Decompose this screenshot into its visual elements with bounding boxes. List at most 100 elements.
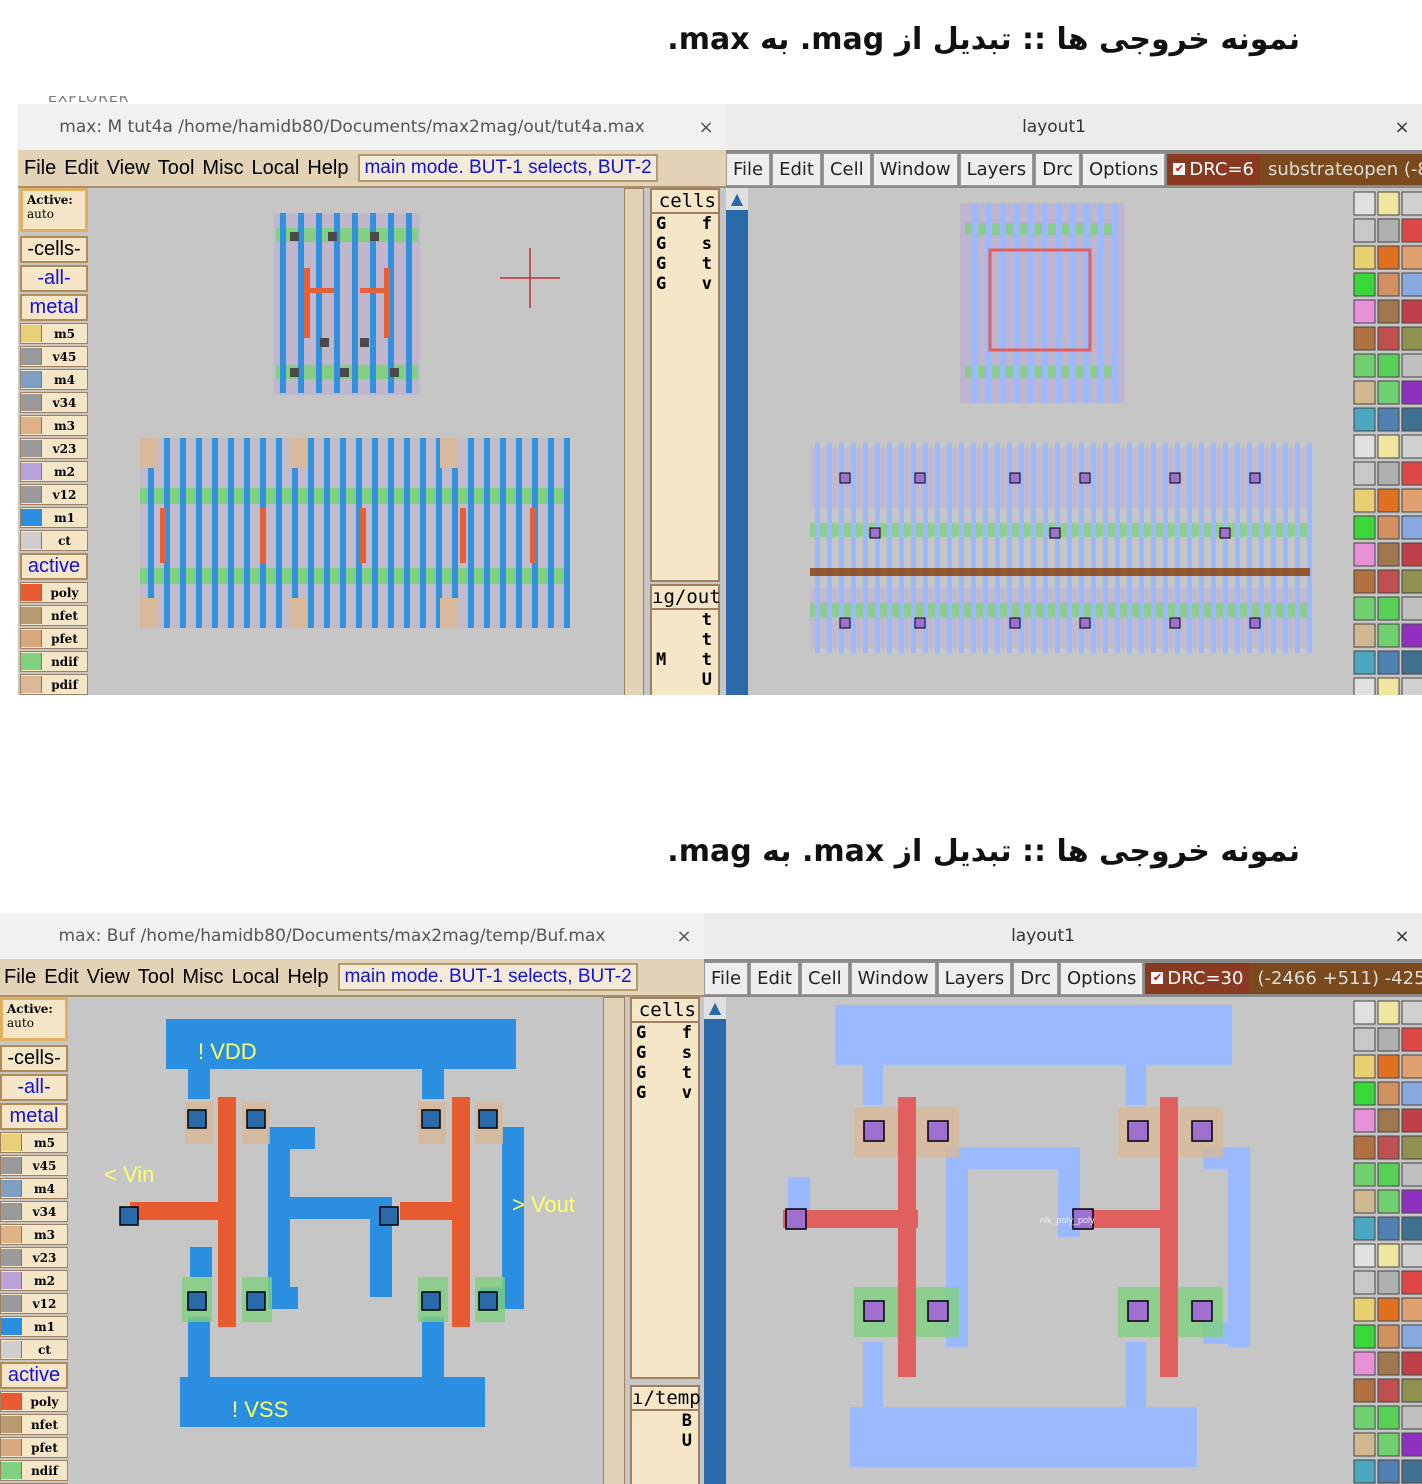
layer-swatch[interactable] bbox=[1377, 650, 1400, 675]
layer-swatch[interactable] bbox=[1353, 1108, 1376, 1133]
layer-swatch[interactable] bbox=[1377, 1081, 1400, 1106]
metal-header[interactable]: metal bbox=[20, 294, 88, 321]
layer-swatch[interactable] bbox=[1353, 434, 1376, 459]
layer-swatch[interactable] bbox=[1401, 650, 1422, 675]
layer-swatch[interactable] bbox=[1353, 1027, 1376, 1052]
layer-swatch[interactable] bbox=[1377, 1405, 1400, 1430]
menu-local[interactable]: Local bbox=[251, 156, 300, 179]
layer-swatch[interactable] bbox=[1377, 488, 1400, 513]
layer-swatch[interactable] bbox=[1377, 1297, 1400, 1322]
layer-swatch[interactable] bbox=[1401, 461, 1422, 486]
swatch-grid[interactable] bbox=[1350, 188, 1422, 695]
menu-window[interactable]: Window bbox=[850, 961, 936, 995]
layer-swatch[interactable] bbox=[1401, 569, 1422, 594]
layer-swatch[interactable] bbox=[1401, 353, 1422, 378]
layer-poly[interactable]: poly bbox=[20, 582, 88, 603]
layer-pfet[interactable]: pfet bbox=[0, 1437, 68, 1458]
layer-swatch[interactable] bbox=[1377, 299, 1400, 324]
layer-swatch[interactable] bbox=[1377, 1135, 1400, 1160]
layer-swatch[interactable] bbox=[1377, 434, 1400, 459]
menu-drc[interactable]: Drc bbox=[1035, 152, 1080, 186]
layer-swatch[interactable] bbox=[1353, 677, 1376, 695]
layer-swatch[interactable] bbox=[1401, 299, 1422, 324]
layer-swatch[interactable] bbox=[1353, 191, 1376, 216]
layer-swatch[interactable] bbox=[1353, 1000, 1376, 1025]
layer-swatch[interactable] bbox=[1401, 1324, 1422, 1349]
layer-swatch[interactable] bbox=[1401, 1027, 1422, 1052]
menu-misc[interactable]: Misc bbox=[182, 965, 224, 988]
magic-canvas[interactable]: nlk_poly_poly bbox=[728, 997, 1328, 1484]
layer-swatch[interactable] bbox=[1401, 542, 1422, 567]
swatch-grid[interactable] bbox=[1350, 997, 1422, 1484]
layer-swatch[interactable] bbox=[1377, 380, 1400, 405]
layer-pdif[interactable]: pdif bbox=[20, 674, 88, 695]
layer-swatch[interactable] bbox=[1353, 272, 1376, 297]
layer-swatch[interactable] bbox=[1377, 1243, 1400, 1268]
layer-v34[interactable]: v34 bbox=[0, 1201, 68, 1222]
layer-swatch[interactable] bbox=[1401, 1378, 1422, 1403]
layer-v12[interactable]: v12 bbox=[20, 484, 88, 505]
layer-swatch[interactable] bbox=[1353, 1054, 1376, 1079]
layer-swatch[interactable] bbox=[1377, 596, 1400, 621]
layer-v23[interactable]: v23 bbox=[0, 1247, 68, 1268]
menu-tool[interactable]: Tool bbox=[137, 965, 175, 988]
menu-help[interactable]: Help bbox=[307, 156, 349, 179]
layer-ndif[interactable]: ndif bbox=[0, 1460, 68, 1481]
layer-swatch[interactable] bbox=[1353, 542, 1376, 567]
layer-swatch[interactable] bbox=[1353, 515, 1376, 540]
layer-swatch[interactable] bbox=[1377, 218, 1400, 243]
layer-m1[interactable]: m1 bbox=[0, 1316, 68, 1337]
layer-swatch[interactable] bbox=[1401, 434, 1422, 459]
layer-swatch[interactable] bbox=[1377, 677, 1400, 695]
active-mode-box[interactable]: Active:auto bbox=[0, 997, 68, 1041]
layer-swatch[interactable] bbox=[1377, 1027, 1400, 1052]
menu-edit[interactable]: Edit bbox=[64, 156, 99, 179]
menu-options[interactable]: Options bbox=[1081, 152, 1166, 186]
layer-swatch[interactable] bbox=[1353, 299, 1376, 324]
layer-swatch[interactable] bbox=[1401, 218, 1422, 243]
menu-edit[interactable]: Edit bbox=[750, 961, 799, 995]
drc-toggle[interactable]: ✔DRC=6 bbox=[1167, 153, 1260, 185]
layer-swatch[interactable] bbox=[1353, 488, 1376, 513]
magic-scrollbar[interactable]: ▲ bbox=[726, 188, 748, 695]
layer-swatch[interactable] bbox=[1401, 1405, 1422, 1430]
layer-swatch[interactable] bbox=[1353, 1324, 1376, 1349]
layer-swatch[interactable] bbox=[1377, 245, 1400, 270]
layer-swatch[interactable] bbox=[1353, 1297, 1376, 1322]
layer-swatch[interactable] bbox=[1401, 1216, 1422, 1241]
layer-nfet[interactable]: nfet bbox=[20, 605, 88, 626]
layer-swatch[interactable] bbox=[1377, 1459, 1400, 1484]
cells-button[interactable]: -cells- bbox=[0, 1045, 68, 1072]
layer-swatch[interactable] bbox=[1401, 1000, 1422, 1025]
layer-swatch[interactable] bbox=[1353, 1459, 1376, 1484]
layer-swatch[interactable] bbox=[1377, 1189, 1400, 1214]
layer-swatch[interactable] bbox=[1401, 1270, 1422, 1295]
layer-swatch[interactable] bbox=[1401, 380, 1422, 405]
layer-swatch[interactable] bbox=[1377, 1000, 1400, 1025]
layer-swatches[interactable] bbox=[1350, 997, 1422, 1484]
cells-button[interactable]: -cells- bbox=[20, 236, 88, 263]
layer-ct[interactable]: ct bbox=[20, 530, 88, 551]
layer-m3[interactable]: m3 bbox=[20, 415, 88, 436]
layer-swatch[interactable] bbox=[1401, 1054, 1422, 1079]
layer-swatch[interactable] bbox=[1377, 1162, 1400, 1187]
menu-file[interactable]: File bbox=[4, 965, 37, 988]
layer-swatch[interactable] bbox=[1401, 1459, 1422, 1484]
layer-m2[interactable]: m2 bbox=[0, 1270, 68, 1291]
layer-swatch[interactable] bbox=[1377, 1324, 1400, 1349]
menu-file[interactable]: File bbox=[24, 156, 57, 179]
layer-swatch[interactable] bbox=[1377, 407, 1400, 432]
layer-v34[interactable]: v34 bbox=[20, 392, 88, 413]
active-header[interactable]: active bbox=[0, 1362, 68, 1389]
layer-v45[interactable]: v45 bbox=[20, 346, 88, 367]
layer-swatch[interactable] bbox=[1401, 623, 1422, 648]
layer-swatch[interactable] bbox=[1353, 461, 1376, 486]
layer-swatch[interactable] bbox=[1377, 1351, 1400, 1376]
layer-swatch[interactable] bbox=[1353, 1162, 1376, 1187]
menu-options[interactable]: Options bbox=[1059, 961, 1144, 995]
max-scrollbar[interactable] bbox=[624, 188, 644, 695]
all-button[interactable]: -all- bbox=[20, 265, 88, 292]
layer-swatch[interactable] bbox=[1401, 488, 1422, 513]
